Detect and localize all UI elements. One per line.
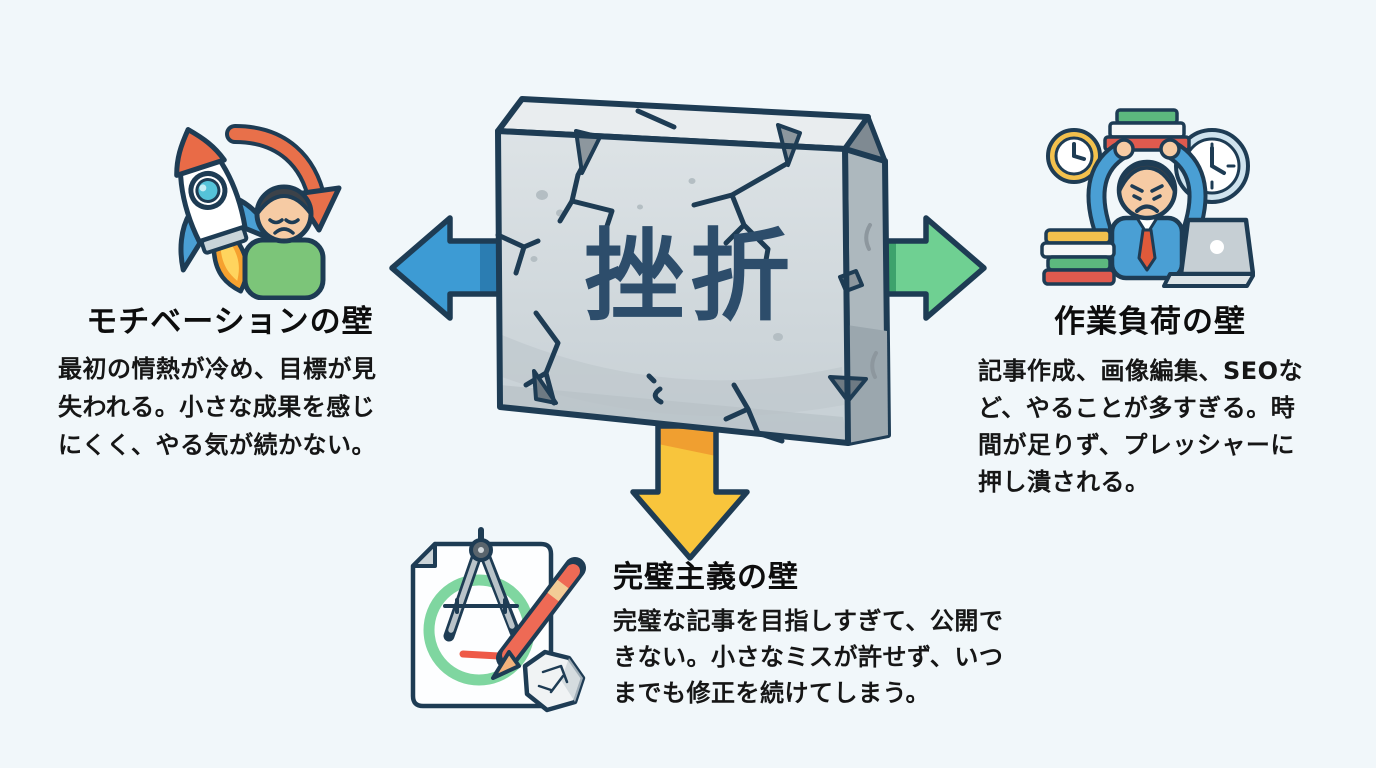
- wall-label: 挫折: [584, 218, 796, 335]
- overloaded-worker-icon: [1040, 108, 1255, 288]
- sad-person: [242, 184, 326, 300]
- worker-body: [1109, 215, 1185, 281]
- red-mark: [459, 650, 503, 660]
- red-pen: [491, 557, 586, 680]
- compass: [443, 527, 521, 642]
- workload-section-body: 記事作成、画像編集、SEOなど、やることが多すぎる。時間が足りず、プレッシャーに…: [978, 357, 1304, 496]
- cracked-wall-illustration: [495, 96, 891, 446]
- perfectionism-section-title: 完璧主義の壁: [613, 560, 799, 595]
- falling-rocket-sad-person-icon: [174, 124, 342, 300]
- crumpled-paper-ball: [522, 649, 586, 713]
- perfectionism-section-body: 完璧な記事を目指しすぎて、公開できない。小さなミスが許せず、いつまでも修正を続け…: [613, 607, 1004, 707]
- rocket: [174, 127, 278, 294]
- workload-section-title: 作業負荷の壁: [1054, 304, 1246, 340]
- laptop-icon: [1162, 217, 1255, 288]
- book-stack: [1040, 228, 1116, 286]
- down-arrow: [630, 424, 750, 561]
- motivation-section-title: モチベーションの壁: [86, 304, 374, 340]
- worker-head: [1116, 159, 1178, 221]
- wall-specks: [530, 178, 783, 341]
- motivation-section-body: 最初の情熱が冷め、目標が見失われる。小さな成果を感じにくく、やる気が続かない。: [58, 355, 377, 459]
- compass-pen-paper-icon: [410, 527, 586, 713]
